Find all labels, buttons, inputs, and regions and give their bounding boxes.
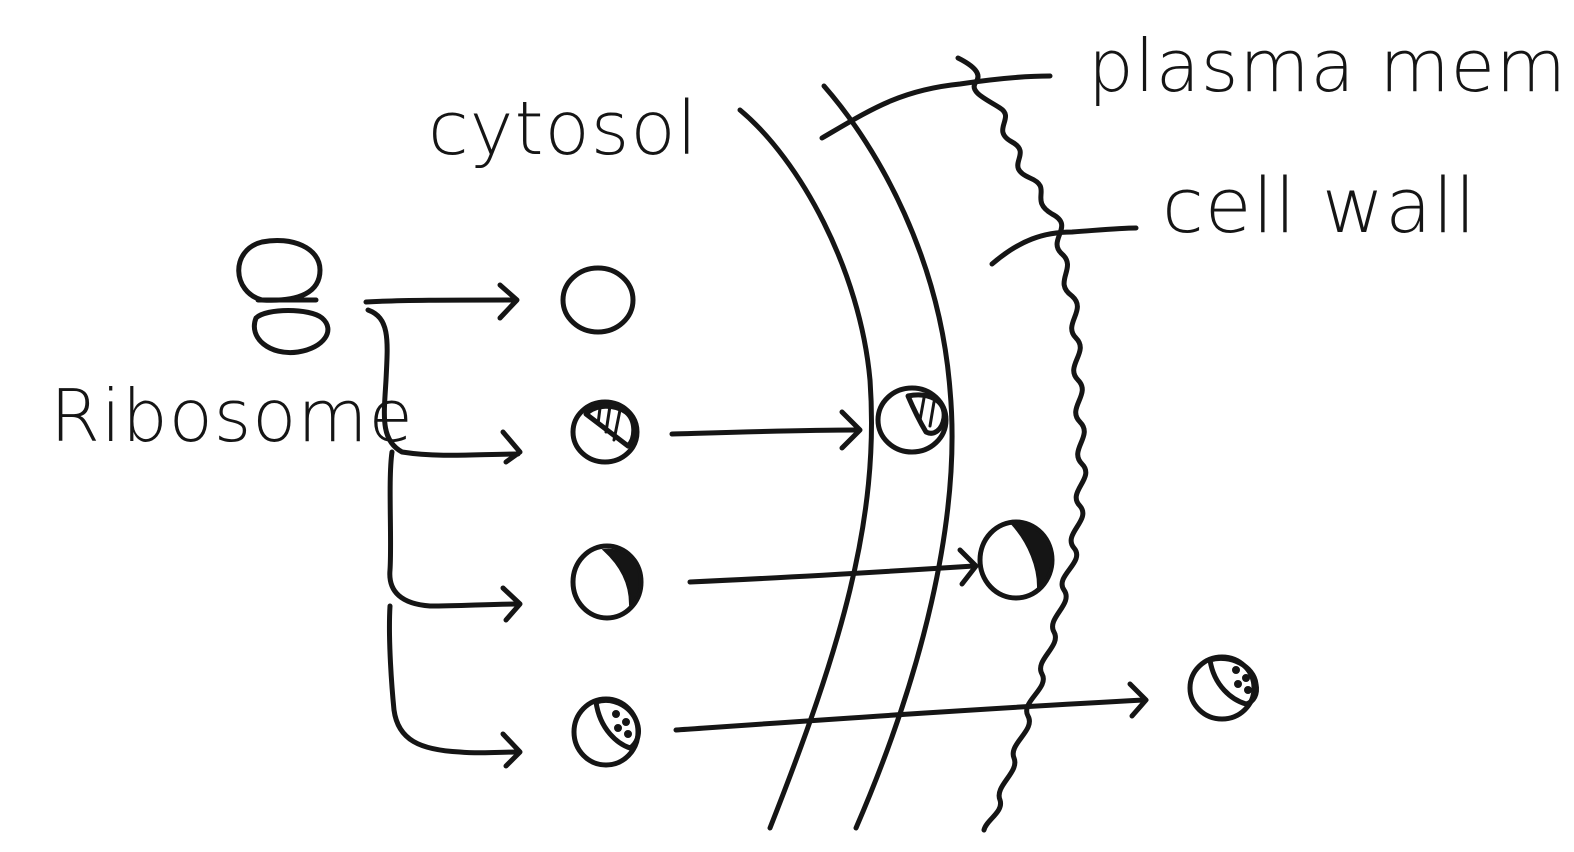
cell-wall-leader [989, 225, 1139, 267]
protein-blank-icon [560, 265, 636, 335]
arrow-to-wall [687, 563, 977, 585]
plasma-membrane-leader [819, 73, 1053, 141]
ribosome-icon [236, 237, 331, 356]
secreted-protein-dotted-icon [1187, 654, 1259, 722]
wall-protein-solid-icon [977, 519, 1055, 601]
plasma-membrane-label: plasma memb. [1088, 24, 1574, 108]
cytosol-label: cytosol [428, 86, 699, 172]
protein-hatched-icon [570, 399, 640, 465]
plasma-membrane-line [821, 83, 955, 831]
protein-dotted-icon [571, 696, 641, 768]
ribosome-sorting-arrows [363, 282, 523, 769]
cell-wall-label: cell wall [1162, 161, 1477, 250]
membrane-protein-hatched-icon [875, 385, 949, 455]
arrow-to-membrane [669, 427, 859, 437]
arrow-to-exterior-head [1127, 681, 1149, 719]
cell-wall-line [955, 55, 1089, 833]
protein-solid-icon [570, 543, 644, 621]
arrow-to-membrane-head [839, 409, 863, 451]
ribosome-label: Ribosome [50, 374, 414, 458]
cytosol-boundary-line [737, 107, 875, 831]
arrow-to-wall-head [957, 547, 979, 587]
arrow-to-exterior [673, 697, 1147, 733]
